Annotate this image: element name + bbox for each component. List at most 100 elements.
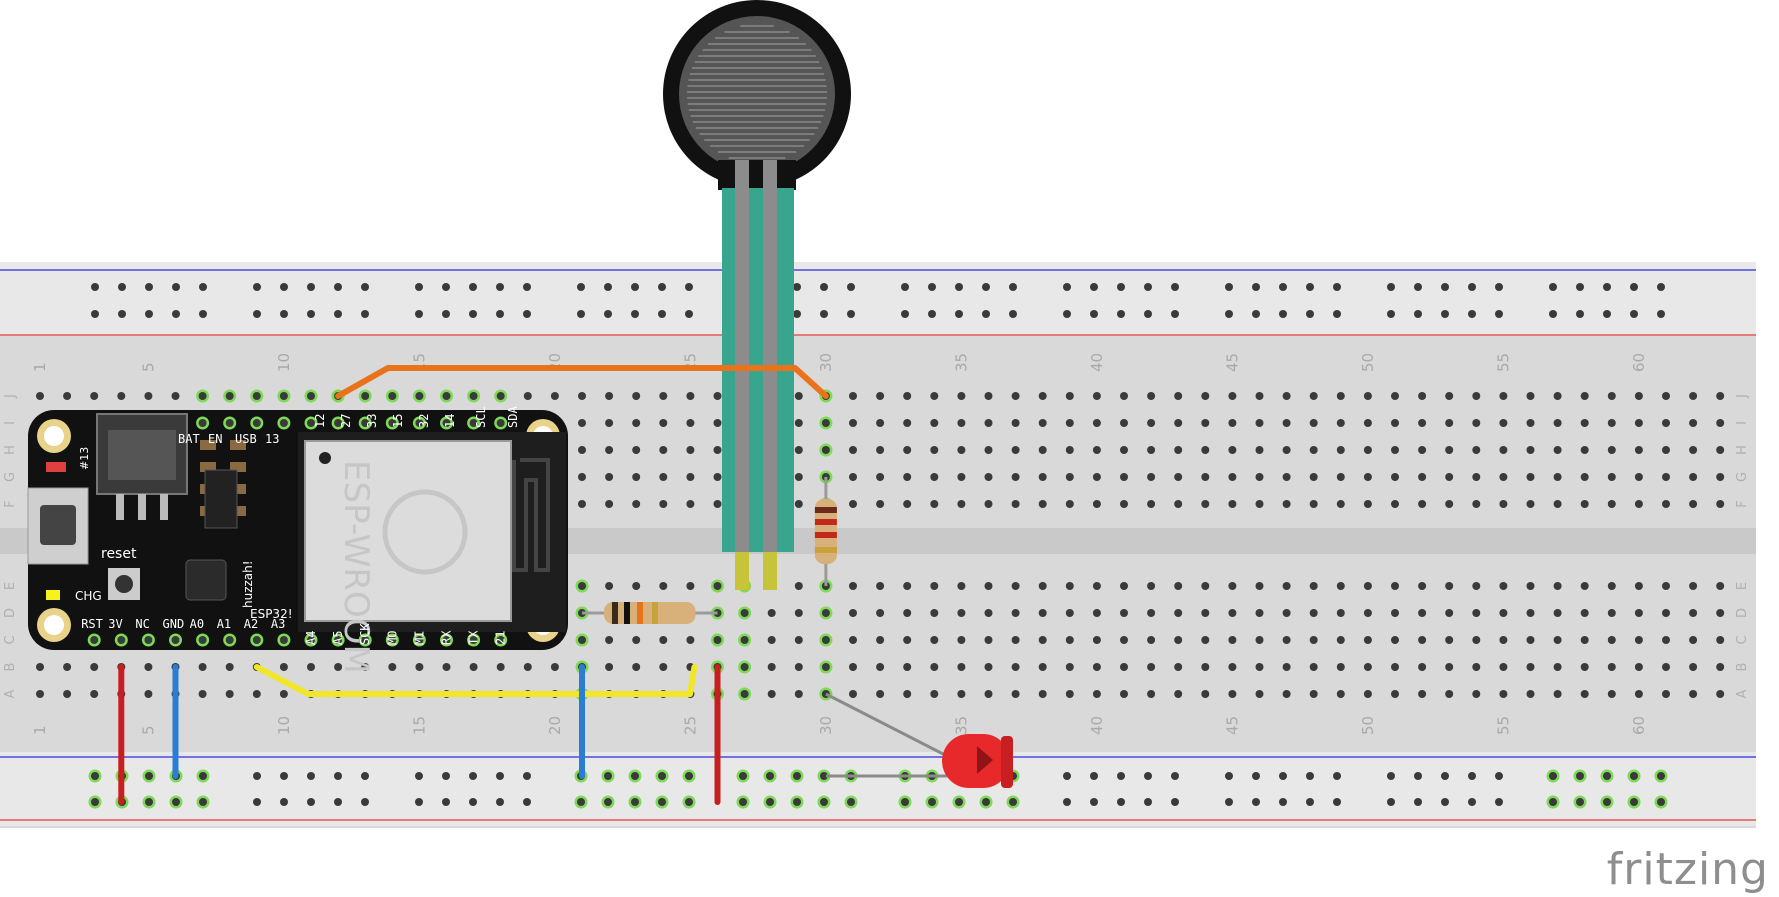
hole xyxy=(1716,582,1725,590)
hole xyxy=(1580,690,1589,698)
hole xyxy=(1662,663,1670,671)
hole xyxy=(1201,690,1210,698)
hole xyxy=(198,663,207,671)
hole xyxy=(1174,582,1183,590)
rail-hole xyxy=(415,310,423,318)
hole xyxy=(1309,419,1318,427)
rail-hole xyxy=(1495,310,1503,318)
top-pin-label: 15 xyxy=(391,414,405,428)
hole xyxy=(1607,609,1616,617)
hole xyxy=(578,419,586,427)
rail-hole xyxy=(1387,798,1395,806)
hole xyxy=(659,636,668,644)
hole xyxy=(686,500,695,508)
hole xyxy=(1472,419,1481,427)
hole xyxy=(1011,500,1020,508)
hole xyxy=(1391,446,1399,454)
hole xyxy=(1120,609,1128,617)
chg-label: CHG xyxy=(75,589,102,603)
hole xyxy=(1282,500,1291,508)
hole xyxy=(90,663,99,671)
row-letter-left: A xyxy=(3,689,18,698)
hole xyxy=(1201,609,1210,617)
rail-hole xyxy=(1576,772,1584,780)
antenna-trace xyxy=(512,458,550,572)
hole xyxy=(36,690,44,698)
hole xyxy=(1418,636,1427,644)
hole xyxy=(713,473,722,481)
hole xyxy=(1363,419,1372,427)
hole xyxy=(1228,392,1237,400)
hole xyxy=(1553,500,1562,508)
header-pin-hole xyxy=(334,419,343,427)
hole xyxy=(1553,446,1562,454)
header-pin-hole xyxy=(334,636,343,644)
hole xyxy=(1634,500,1643,508)
hole xyxy=(1309,663,1318,671)
rail-hole xyxy=(442,798,450,806)
hole xyxy=(252,690,261,698)
rail-hole xyxy=(199,310,207,318)
hole xyxy=(930,663,939,671)
rail-hole xyxy=(631,772,639,780)
hole xyxy=(1174,446,1183,454)
rail-hole xyxy=(1306,283,1314,291)
rail-hole xyxy=(1090,772,1098,780)
rail-hole xyxy=(1576,798,1584,806)
hole xyxy=(794,419,803,427)
hole xyxy=(1391,582,1399,590)
hole xyxy=(1147,636,1156,644)
rail-hole xyxy=(1306,772,1314,780)
rail-hole xyxy=(739,798,747,806)
hole xyxy=(1472,446,1481,454)
hole xyxy=(1336,446,1345,454)
hole xyxy=(957,419,966,427)
hole xyxy=(1038,446,1047,454)
hole xyxy=(415,392,424,400)
reset-label: reset xyxy=(101,546,137,562)
hole xyxy=(1553,663,1562,671)
connector-pin xyxy=(160,494,168,520)
smd-component xyxy=(230,484,246,494)
rail-hole xyxy=(1603,310,1611,318)
hole xyxy=(1526,636,1535,644)
hole xyxy=(659,663,668,671)
hole xyxy=(1011,473,1020,481)
rail-hole xyxy=(1171,283,1179,291)
hole xyxy=(1282,446,1291,454)
hole xyxy=(1011,446,1020,454)
hole xyxy=(1716,473,1725,481)
hole xyxy=(903,392,912,400)
rail-hole xyxy=(1333,772,1341,780)
hole xyxy=(632,392,641,400)
column-number-bottom: 20 xyxy=(546,716,564,735)
hole xyxy=(1336,636,1345,644)
rail-hole xyxy=(577,798,585,806)
column-number-top: 40 xyxy=(1088,353,1106,372)
top-power-rail xyxy=(0,262,1756,336)
wires xyxy=(118,365,829,805)
rail-hole xyxy=(1468,310,1476,318)
rail-hole xyxy=(1063,772,1071,780)
rail-hole xyxy=(1657,310,1665,318)
hole xyxy=(578,500,586,508)
led-body xyxy=(942,734,1010,788)
rail-hole xyxy=(1117,283,1125,291)
hole xyxy=(1499,690,1508,698)
hole xyxy=(279,663,288,671)
hole xyxy=(984,609,993,617)
hole xyxy=(605,663,614,671)
hole xyxy=(1499,609,1508,617)
hole xyxy=(876,609,885,617)
hole xyxy=(1228,690,1237,698)
top-pin-label: 12 xyxy=(313,414,327,428)
rail-hole xyxy=(1009,798,1017,806)
hole xyxy=(849,446,857,454)
hole xyxy=(686,582,695,590)
rail-hole xyxy=(469,283,477,291)
rail-hole xyxy=(1252,772,1260,780)
rail-hole xyxy=(1657,283,1665,291)
rail-hole xyxy=(1495,772,1503,780)
hole xyxy=(1228,636,1237,644)
top-pin-label: 32 xyxy=(417,414,431,428)
